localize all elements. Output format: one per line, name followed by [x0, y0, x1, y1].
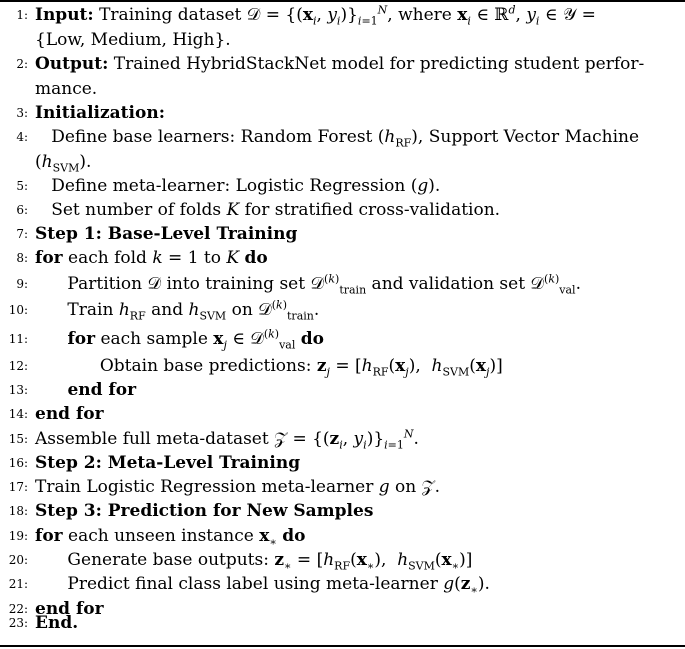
line-text: for each unseen instance x∗ do [35, 526, 306, 549]
line-number: 11: [8, 332, 28, 346]
line-number: 17: [8, 480, 28, 494]
line-number: 19: [8, 529, 28, 543]
line-number: 5: [16, 179, 28, 193]
line-number: 7: [16, 227, 28, 241]
line-text: Input: Training dataset 𝒟 = {(xi, yi)}i=… [35, 3, 596, 28]
line-text: for each fold k = 1 to K do [35, 248, 268, 268]
line-number: 16: [8, 456, 28, 470]
line-number: 3: [16, 106, 28, 120]
line-number: 14: [8, 407, 28, 421]
line-number: 21: [8, 577, 28, 591]
line-text: Step 2: Meta-Level Training [35, 453, 301, 473]
line-text: Train hRF and hSVM on 𝒟(k)train. [35, 298, 320, 323]
line-text: End. [35, 612, 79, 633]
line-text: Predict final class label using meta-lea… [35, 574, 490, 597]
line-number: 22: [8, 602, 28, 616]
line-number: 1: [16, 8, 28, 22]
line-text: Set number of folds K for stratified cro… [35, 200, 501, 220]
line-text: {Low, Medium, High}. [35, 30, 231, 50]
line-number: 9: [16, 277, 28, 291]
line-number: 15: [8, 432, 28, 446]
line-number: 13: [8, 383, 28, 397]
line-text: Step 1: Base-Level Training [35, 224, 298, 244]
bottom-rule [0, 645, 685, 647]
line-text: Define base learners: Random Forest (hRF… [35, 127, 640, 150]
line-text: Generate base outputs: z∗ = [hRF(x∗), hS… [35, 550, 473, 573]
line-text: Train Logistic Regression meta-learner g… [35, 477, 440, 497]
line-text: Partition 𝒟 into training set 𝒟(k)train … [35, 272, 581, 297]
line-text: Step 3: Prediction for New Samples [35, 501, 374, 521]
top-rule [0, 0, 685, 2]
line-text: Initialization: [35, 103, 165, 123]
line-number: 23: [8, 615, 28, 630]
line-text: for each sample xj ∈ 𝒟(k)val do [67, 327, 325, 352]
line-text: mance. [35, 79, 98, 99]
line-text: Assemble full meta-dataset 𝒵 = {(zi, yi)… [35, 427, 419, 452]
line-text: Define meta-learner: Logistic Regression… [35, 176, 441, 196]
line-number: 6: [16, 203, 28, 217]
line-number: 8: [16, 251, 28, 265]
line-number: 4: [16, 130, 28, 144]
line-number: 2: [16, 57, 28, 71]
line-number: 10: [8, 303, 28, 317]
line-text: (hSVM). [35, 152, 92, 175]
line-text: Obtain base predictions: zj = [hRF(xj), … [35, 356, 503, 379]
line-text: end for [35, 599, 104, 619]
line-number: 18: [8, 504, 28, 518]
line-number: 12: [8, 359, 28, 373]
line-text: end for [35, 404, 104, 424]
line-text: end for [67, 380, 137, 400]
line-number: 20: [8, 553, 28, 567]
line-text: Output: Trained HybridStackNet model for… [35, 54, 645, 74]
